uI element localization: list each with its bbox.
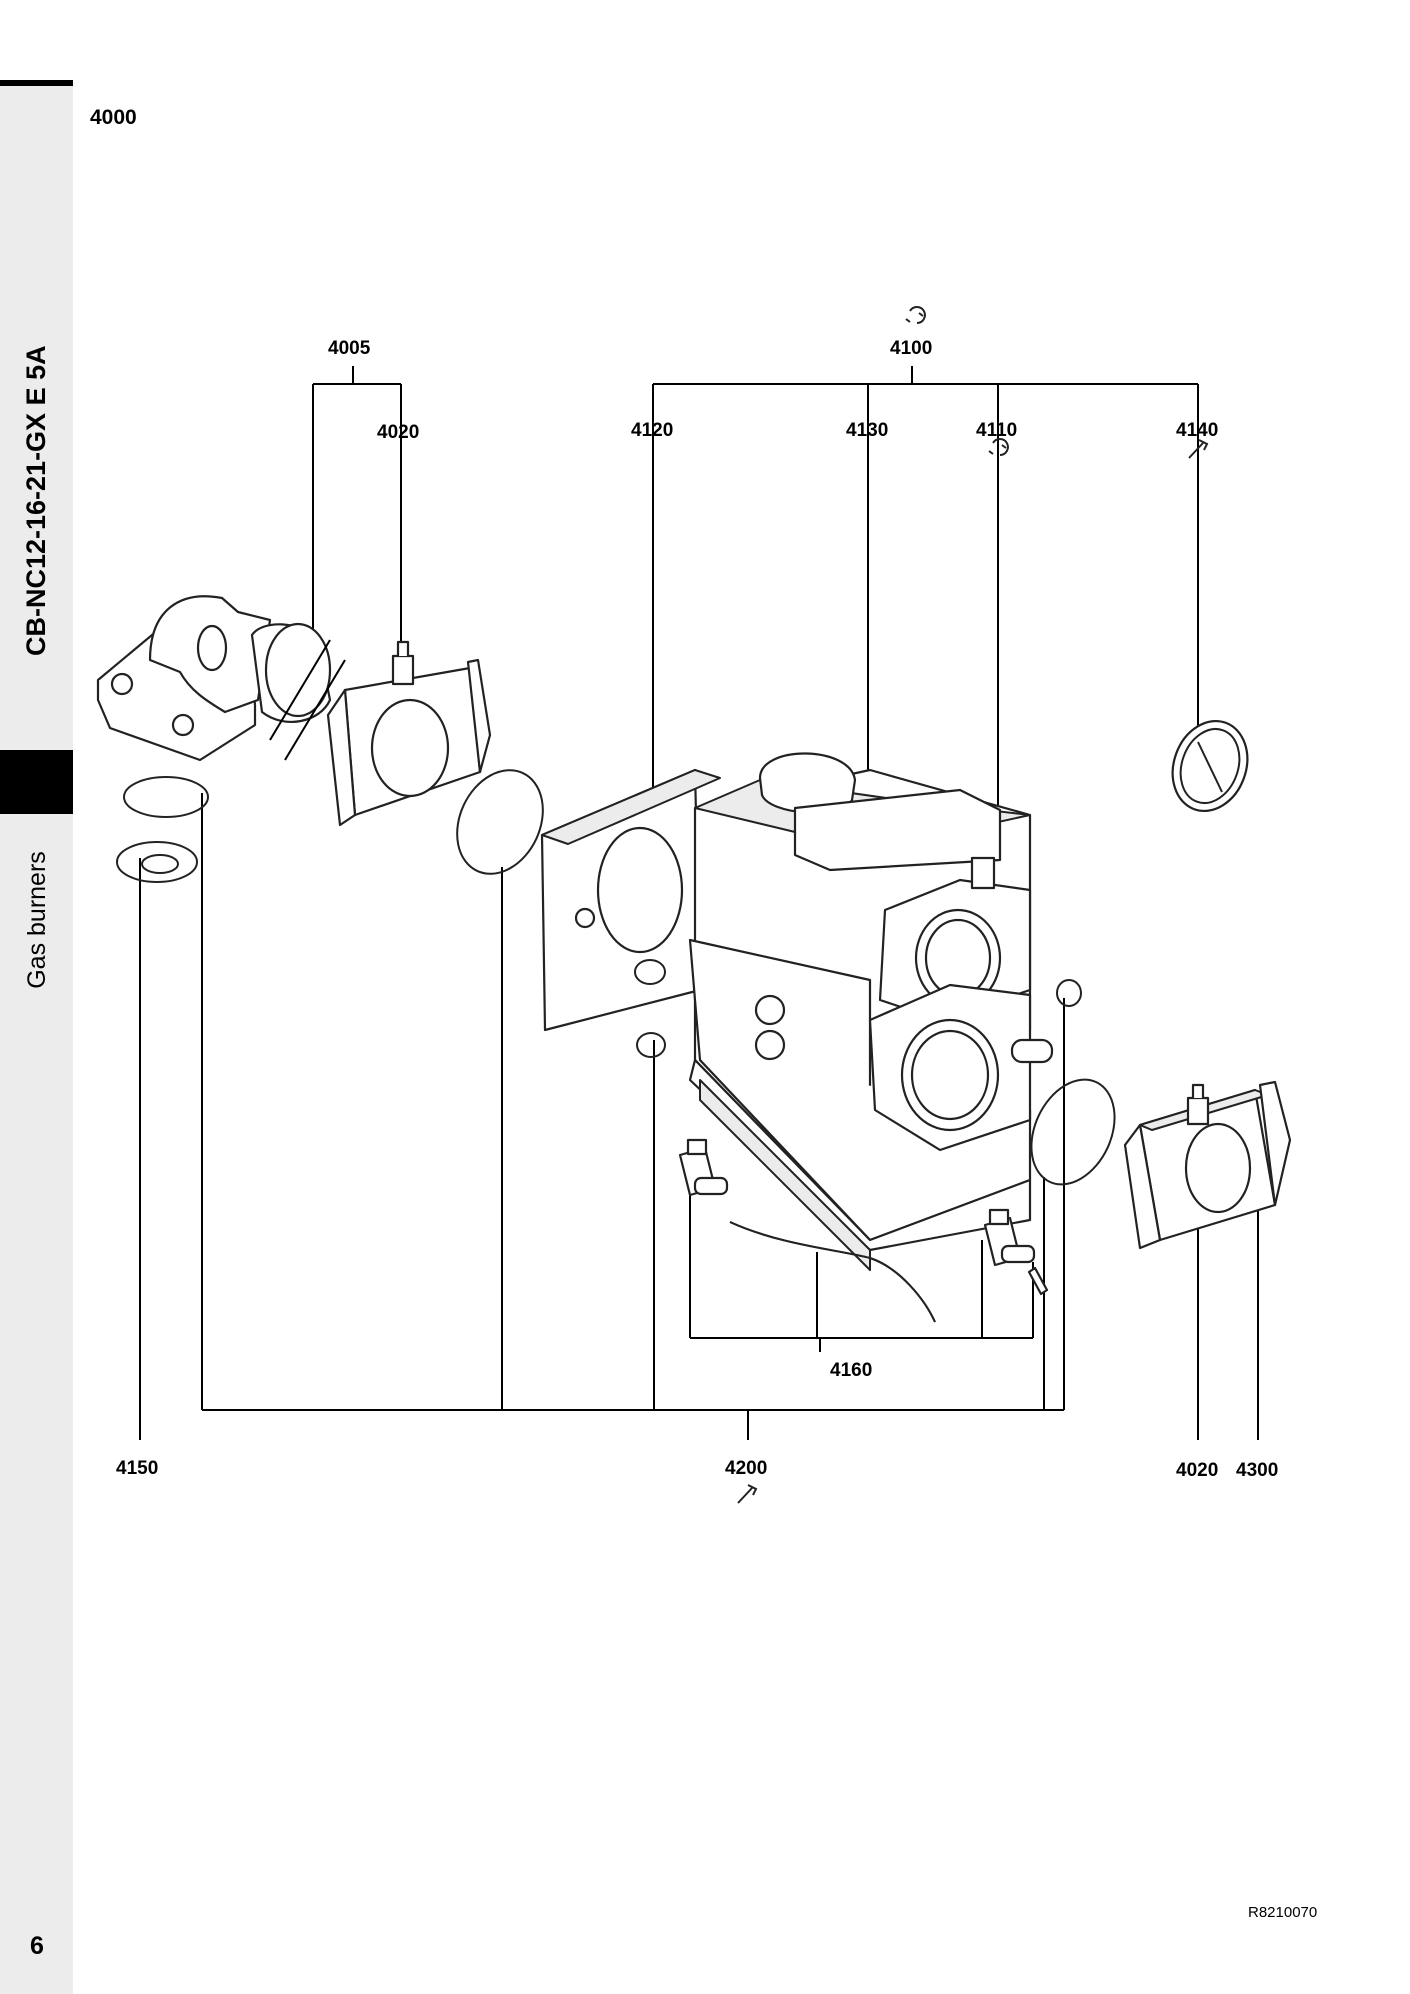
callout-4120: 4120 bbox=[631, 420, 673, 441]
callout-4300: 4300 bbox=[1236, 1460, 1278, 1481]
sidebar-marker-block bbox=[0, 750, 73, 814]
gas-elbow-part bbox=[96, 595, 346, 762]
callout-4005: 4005 bbox=[328, 338, 371, 359]
o-ring-symbol-icon bbox=[988, 438, 1009, 456]
test-nipple-part bbox=[983, 1208, 1049, 1296]
callout-labels: 4005 4020 4100 4120 4130 4110 4140 4160 … bbox=[116, 338, 1278, 1481]
callout-4160: 4160 bbox=[830, 1360, 872, 1381]
callout-4200: 4200 bbox=[725, 1458, 767, 1479]
test-nipple-part bbox=[678, 1138, 729, 1197]
callout-4130: 4130 bbox=[846, 420, 888, 441]
callout-4110: 4110 bbox=[976, 420, 1017, 441]
callout-4020-left: 4020 bbox=[377, 422, 419, 443]
circlip-part bbox=[636, 1032, 666, 1058]
spacer-plate-part bbox=[540, 768, 721, 1032]
callout-4100: 4100 bbox=[890, 338, 932, 359]
callout-4150: 4150 bbox=[116, 1458, 158, 1479]
valve-base-part bbox=[688, 1058, 1032, 1271]
circlip-part bbox=[1056, 979, 1082, 1007]
callout-4020-right: 4020 bbox=[1176, 1460, 1218, 1481]
leader-lines bbox=[139, 366, 1259, 1440]
page-number: 6 bbox=[30, 1932, 44, 1960]
o-ring-part bbox=[123, 776, 209, 818]
wrench-symbol-icon bbox=[1188, 439, 1209, 459]
section-number: 4000 bbox=[90, 106, 137, 129]
o-ring-part bbox=[1030, 1078, 1116, 1186]
flange-4020-left-part bbox=[326, 640, 492, 827]
o-ring-symbol-icon bbox=[905, 306, 926, 324]
sidebar bbox=[0, 80, 73, 1994]
wrench-symbol-icon bbox=[737, 1484, 758, 1504]
drawing-reference: R8210070 bbox=[1248, 1904, 1318, 1921]
sidebar-top-rule bbox=[0, 80, 73, 86]
callout-4140: 4140 bbox=[1176, 420, 1218, 441]
washer-part bbox=[116, 841, 198, 883]
filter-insert-part bbox=[1171, 719, 1249, 813]
circlip-part bbox=[634, 959, 666, 985]
o-ring-part bbox=[456, 769, 544, 875]
flange-4020-right-part bbox=[1123, 1080, 1292, 1250]
valve-coil-part bbox=[868, 856, 1054, 1152]
test-hose-part bbox=[729, 1221, 936, 1323]
